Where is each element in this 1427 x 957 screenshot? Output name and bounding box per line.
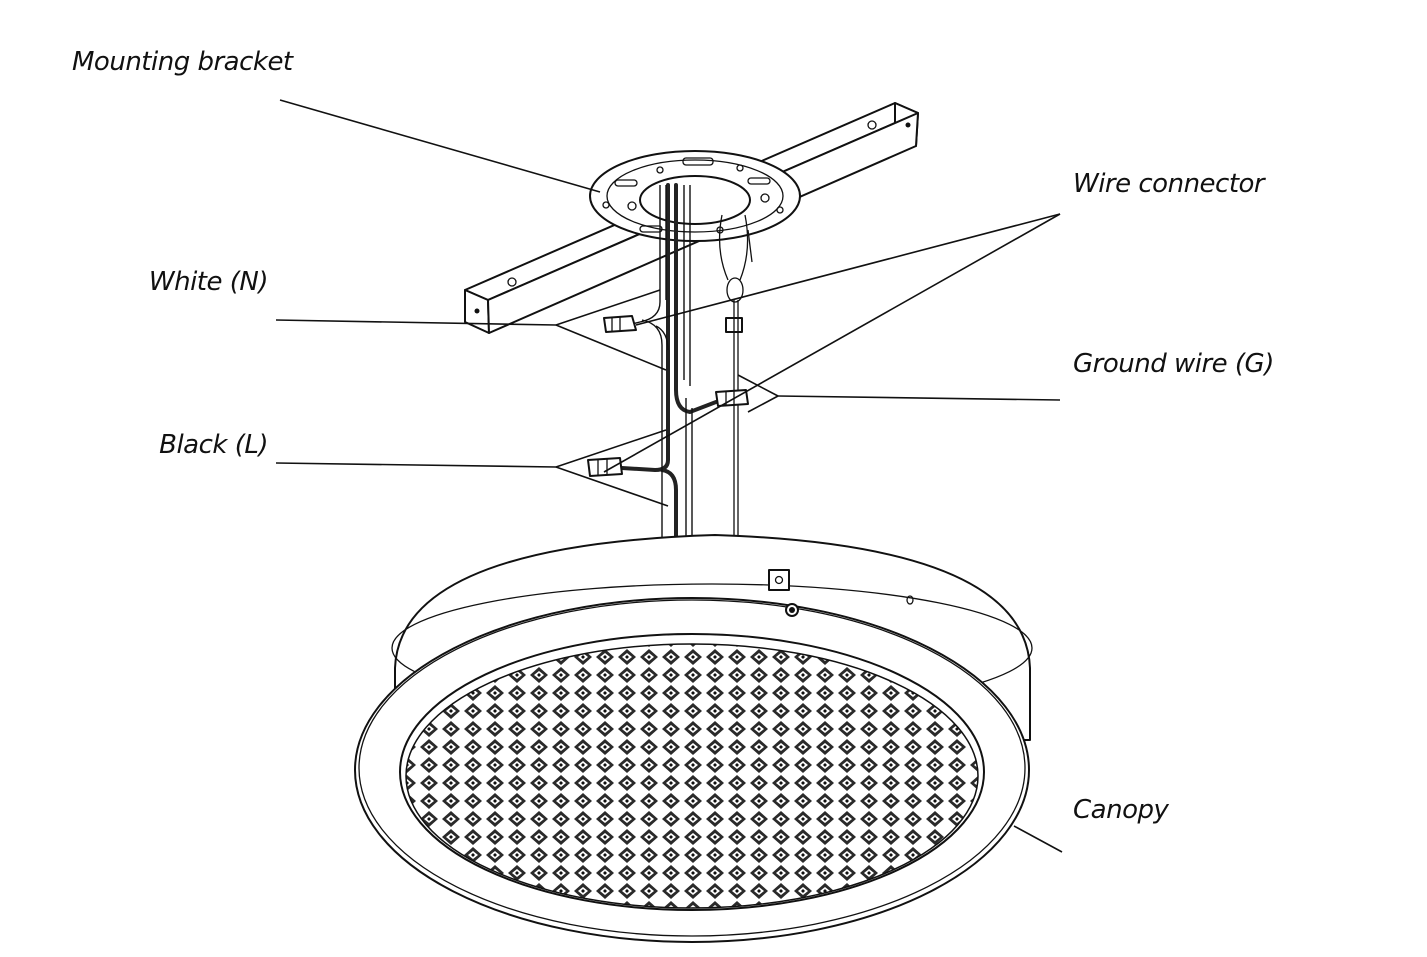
leader-ground-b	[747, 395, 779, 413]
leader-ground	[777, 395, 1061, 401]
leader-white-b	[555, 324, 667, 371]
leader-wire-connector-b	[635, 213, 1061, 326]
leader-wire-connector-a	[603, 213, 1061, 473]
leader-ground-a	[737, 374, 779, 397]
label-ground-wire: Ground wire (G)	[1073, 349, 1274, 379]
mounting-plate	[589, 150, 801, 242]
leader-lines	[275, 99, 1063, 853]
canopy	[354, 534, 1033, 943]
leader-white-a	[555, 289, 661, 326]
label-wire-connector: Wire connector	[1073, 169, 1267, 199]
leader-black-a	[555, 429, 667, 468]
leader-black-b	[555, 466, 669, 507]
label-canopy: Canopy	[1073, 795, 1169, 825]
leader-black	[275, 462, 557, 468]
safety-cable	[718, 214, 753, 540]
label-white-n: White (N)	[149, 267, 268, 297]
label-mounting-bracket: Mounting bracket	[72, 47, 294, 77]
wire-connector-black	[587, 457, 623, 477]
leader-canopy	[1013, 825, 1063, 853]
leader-white	[275, 319, 557, 326]
wire-connector-white	[603, 315, 637, 333]
wire-connectors	[587, 315, 749, 477]
wire-connector-ground	[715, 389, 749, 407]
label-black-l: Black (L)	[159, 430, 268, 460]
wires	[620, 183, 718, 542]
leader-mounting-bracket	[279, 99, 601, 193]
